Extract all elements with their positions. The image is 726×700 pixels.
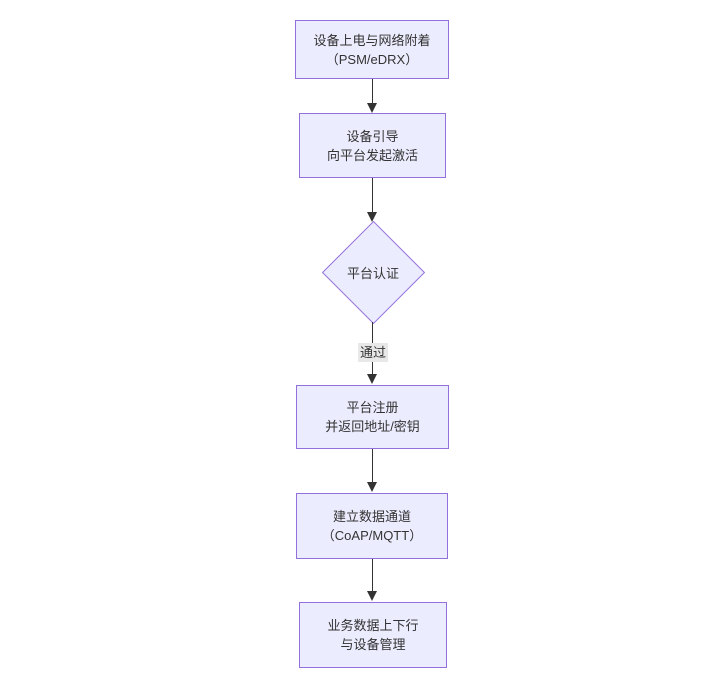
edge-label-pass: 通过 [357,343,389,362]
node-label-line: 向平台发起激活 [326,147,418,163]
node-label-line: （PSM/eDRX） [325,51,419,67]
node-platform-register: 平台注册 并返回地址/密钥 [296,385,449,449]
arrowhead-icon [367,103,377,113]
flow-arrow-line [372,178,373,213]
arrowhead-icon [367,482,377,492]
node-platform-auth: 平台认证 [321,220,426,325]
arrowhead-icon [367,212,377,222]
flow-arrow-line [372,559,373,592]
flow-arrow-line [372,449,373,483]
node-label-line: 并返回地址/密钥 [325,419,420,434]
node-device-bootstrap: 设备引导 向平台发起激活 [299,113,446,178]
node-data-channel: 建立数据通道 （CoAP/MQTT） [296,493,448,559]
node-business-data: 业务数据上下行 与设备管理 [299,602,447,668]
flow-arrow-line [372,79,373,104]
node-device-power-attach: 设备上电与网络附着 （PSM/eDRX） [295,20,449,79]
node-label-line: 设备引导 [346,128,399,144]
node-label-line: 平台认证 [346,265,399,281]
arrowhead-icon [367,374,377,384]
node-label-line: 平台注册 [346,400,399,415]
node-label-line: （CoAP/MQTT） [321,528,423,543]
node-label-line: 与设备管理 [340,637,406,652]
node-label-line: 设备上电与网络附着 [313,32,431,48]
node-label-line: 建立数据通道 [332,509,411,524]
arrowhead-icon [367,591,377,601]
node-label-line: 业务数据上下行 [327,618,419,633]
